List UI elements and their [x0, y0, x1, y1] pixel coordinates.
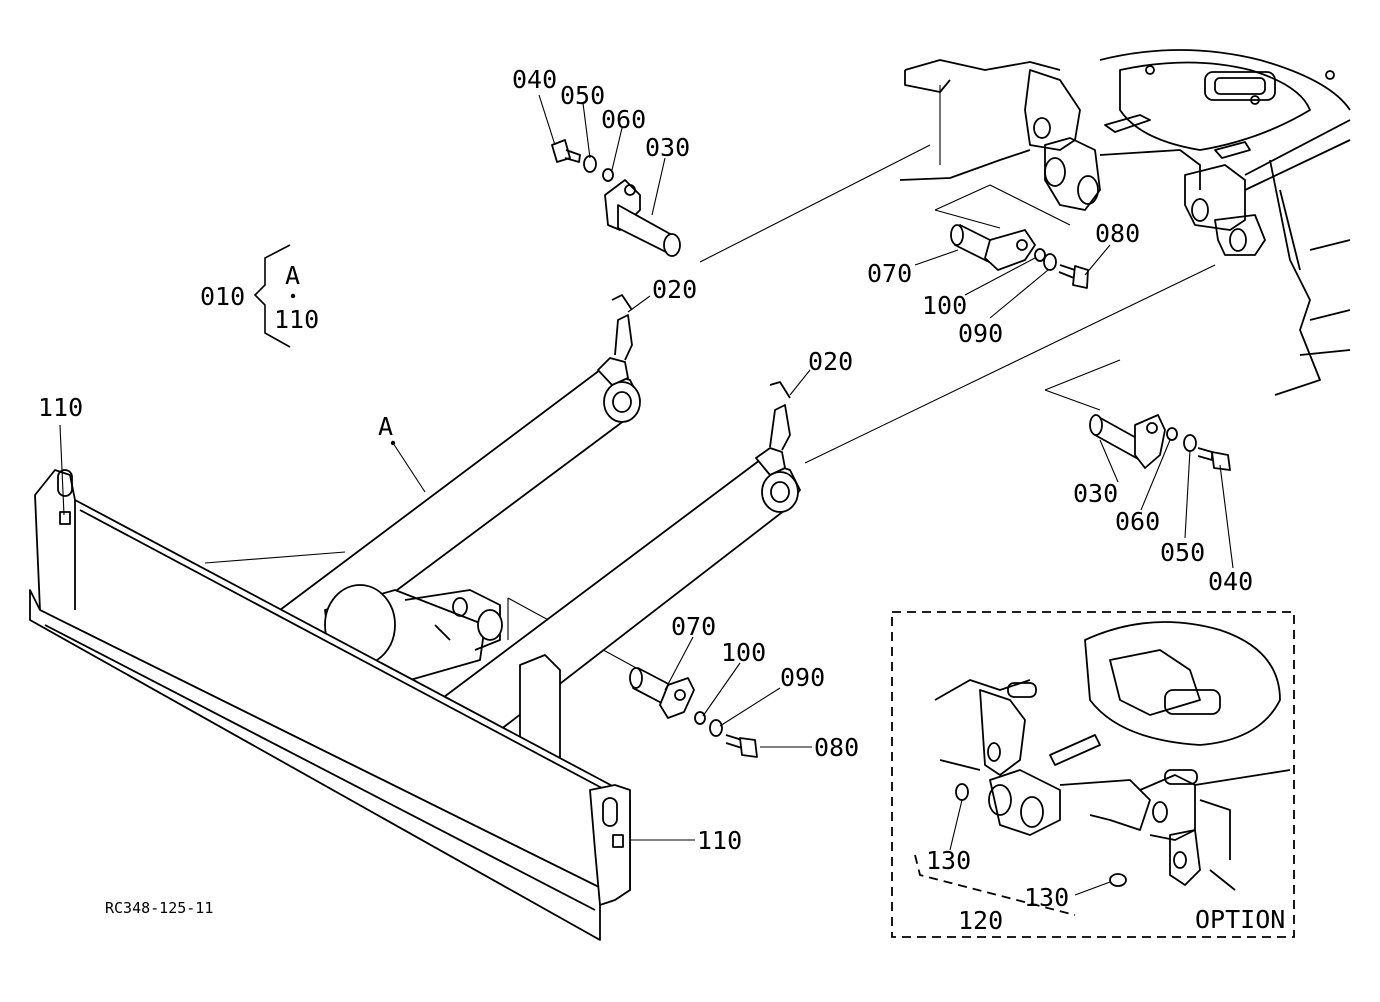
callout-110-left: 110: [38, 393, 83, 422]
callout-110-right: 110: [697, 826, 742, 855]
callout-130-a: 130: [926, 846, 971, 875]
bolt-040-top: [551, 139, 581, 163]
callout-050-top: 050: [560, 81, 605, 110]
pin-030-top: [604, 179, 681, 257]
bolt-040-right: [1197, 447, 1231, 471]
callout-130-b: 130: [1024, 883, 1069, 912]
callout-060-right: 060: [1115, 507, 1160, 536]
bolt-080-bottom: [725, 734, 758, 758]
callout-leaders: [59, 94, 1234, 896]
group-label-110: 110: [274, 305, 319, 334]
callout-040-top: 040: [512, 65, 557, 94]
callout-070-bottom: 070: [671, 612, 716, 641]
callout-020-right: 020: [808, 347, 853, 376]
callout-030-right: 030: [1073, 479, 1118, 508]
callout-080-bottom: 080: [814, 733, 859, 762]
callout-010: 010: [200, 282, 245, 311]
group-label-a: A: [285, 261, 300, 290]
machine-frame: [899, 49, 1351, 396]
washer-090-bottom: [709, 719, 723, 737]
bolt-080-top: [1058, 264, 1089, 289]
pin-070-top: [950, 224, 1036, 271]
washer-050-top: [583, 155, 597, 173]
option-inset: [891, 611, 1295, 938]
callout-030-top: 030: [645, 133, 690, 162]
callout-090-bottom: 090: [780, 663, 825, 692]
washer-090-top: [1043, 253, 1057, 271]
washer-060-right: [1166, 427, 1178, 441]
dozer-blade-assembly: [29, 294, 801, 941]
callout-080-top: 080: [1095, 219, 1140, 248]
callout-070-top: 070: [867, 259, 912, 288]
callout-050-right: 050: [1160, 538, 1205, 567]
callout-120: 120: [958, 906, 1003, 935]
option-label: OPTION: [1195, 905, 1285, 934]
washer-050-right: [1183, 434, 1197, 452]
drawing-code: RC348-125-11: [105, 899, 213, 917]
callout-100-bottom: 100: [721, 638, 766, 667]
washer-100-top: [1034, 248, 1046, 262]
assembly-label-a: A: [378, 412, 393, 441]
pin-030-right: [1089, 414, 1166, 469]
callout-060-top: 060: [601, 105, 646, 134]
callout-020-left: 020: [652, 275, 697, 304]
callout-100-top: 100: [922, 291, 967, 320]
washer-060-top: [602, 168, 614, 182]
callout-040-right: 040: [1208, 567, 1253, 596]
pin-070-bottom: [629, 667, 695, 719]
group-bracket: [253, 244, 296, 348]
washer-100-bottom: [694, 711, 706, 725]
callout-090-top: 090: [958, 319, 1003, 348]
